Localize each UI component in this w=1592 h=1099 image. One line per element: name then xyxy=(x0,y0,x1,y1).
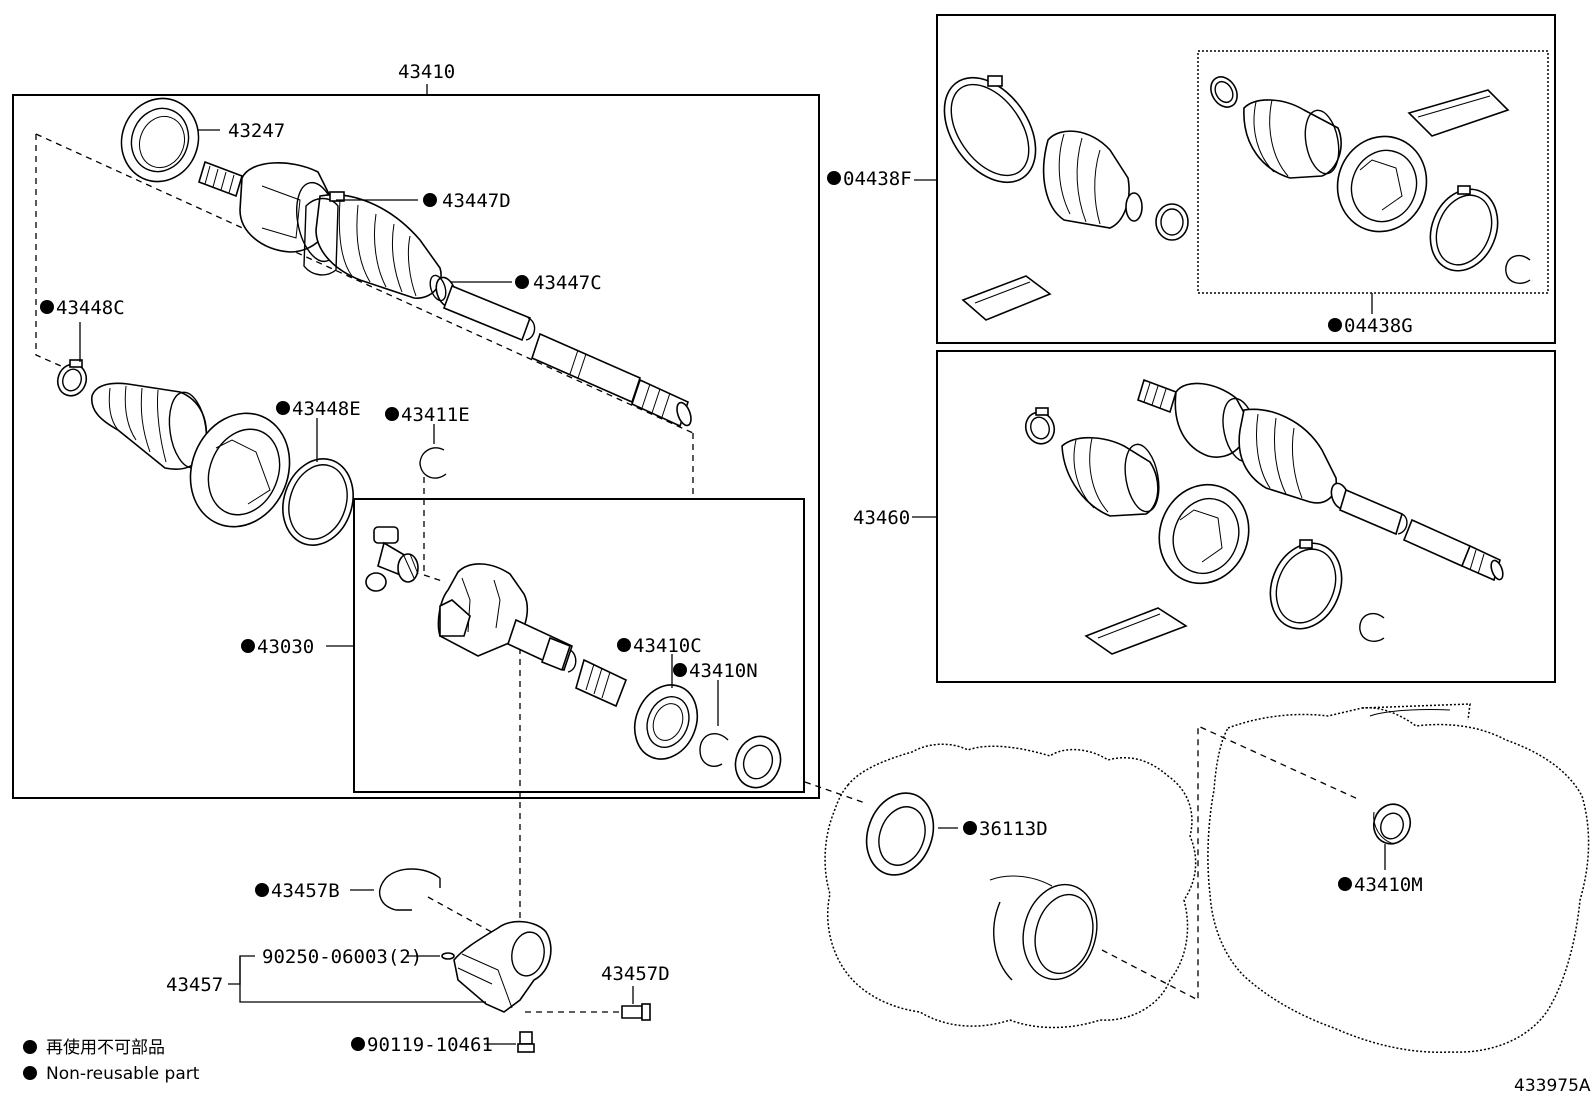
label-43457: 43457 xyxy=(166,974,223,996)
subassembly-box-43030 xyxy=(353,498,805,793)
non-reusable-markers xyxy=(23,171,1352,1080)
label-04438G: 04438G xyxy=(1344,315,1413,337)
seal-43247-part xyxy=(120,97,200,183)
label-43448C: 43448C xyxy=(56,297,125,319)
assembly-box-43410 xyxy=(12,94,820,799)
label-43457B: 43457B xyxy=(271,880,340,902)
label-43410M: 43410M xyxy=(1354,874,1423,896)
boot-set-left-part xyxy=(56,359,447,546)
label-43448E: 43448E xyxy=(292,398,361,420)
kit-box-04438F xyxy=(936,14,1556,344)
label-36113D: 36113D xyxy=(979,818,1048,840)
label-43447C: 43447C xyxy=(533,272,602,294)
label-43030: 43030 xyxy=(257,636,314,658)
label-90119-10461: 90119-10461 xyxy=(367,1034,493,1056)
drive-shaft-43410-part xyxy=(198,160,692,428)
label-90250-06003: 90250-06003(2) xyxy=(262,946,422,968)
transaxle-case-outline xyxy=(824,703,1590,1054)
part-labels: 43410 43247 43447D 43447C 43448C 43448E … xyxy=(56,61,1423,1056)
label-04438F: 04438F xyxy=(843,168,912,190)
boot-kit-04438G-part xyxy=(1210,76,1531,284)
leader-lines xyxy=(79,84,1386,1045)
label-43447D: 43447D xyxy=(442,190,511,212)
boot-kit-04438F-part xyxy=(943,75,1189,321)
label-43247: 43247 xyxy=(228,120,285,142)
label-43460: 43460 xyxy=(853,507,910,529)
label-43410C: 43410C xyxy=(633,635,702,657)
legend: 再使用不可部品 Non-reusable part xyxy=(46,1037,200,1084)
label-43411E: 43411E xyxy=(401,404,470,426)
drive-shaft-43460-part xyxy=(1024,378,1504,655)
label-43410N: 43410N xyxy=(689,660,758,682)
inboard-joint-43030-part xyxy=(365,526,782,789)
label-43410: 43410 xyxy=(398,61,455,83)
legend-english: Non-reusable part xyxy=(46,1064,200,1084)
label-43457D: 43457D xyxy=(601,963,670,985)
guide-lines xyxy=(35,133,1361,1013)
bearing-bracket-43457-part xyxy=(378,868,651,1053)
legend-japanese: 再使用不可部品 xyxy=(46,1037,165,1058)
diagram-number: 433975A xyxy=(1514,1076,1591,1096)
